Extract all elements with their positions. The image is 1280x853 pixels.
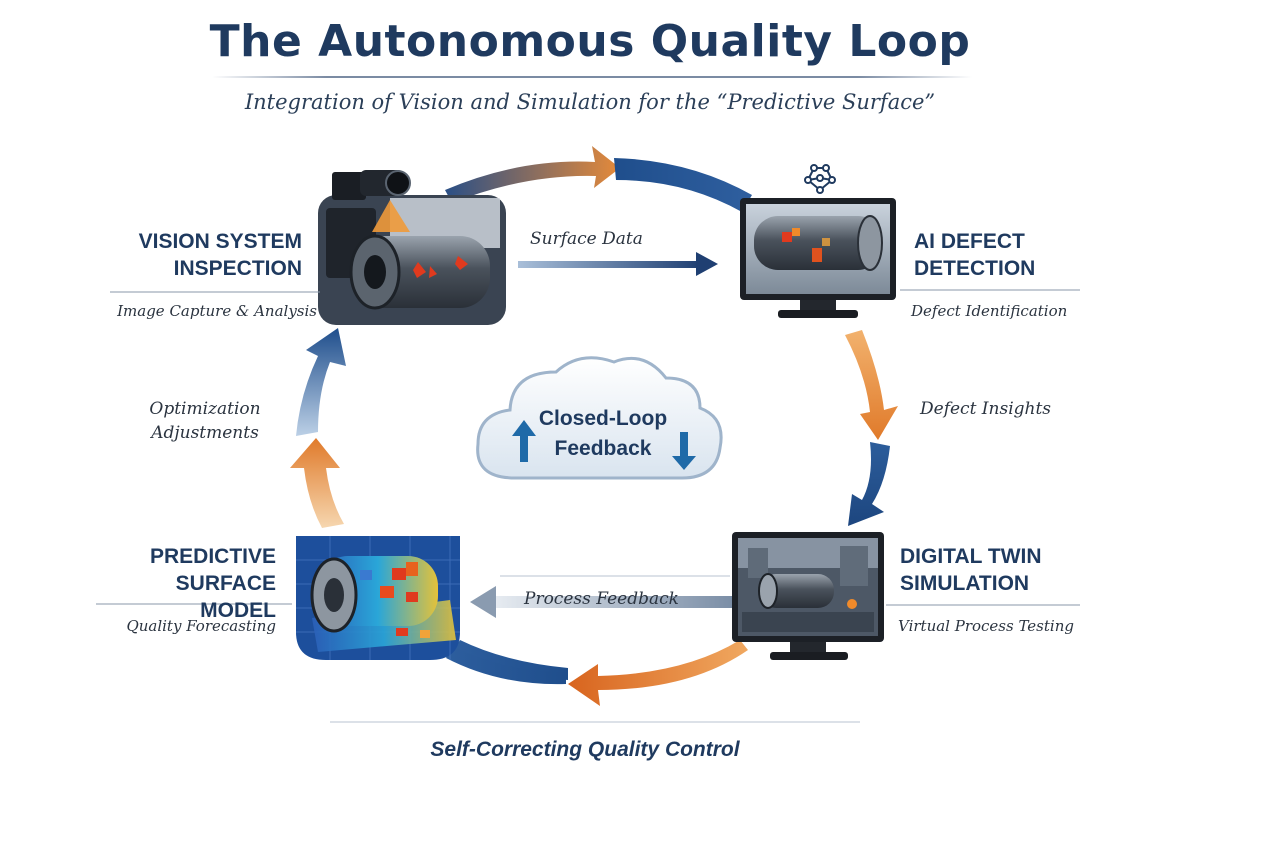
ai-node-title: AI DEFECT DETECTION — [914, 228, 1094, 282]
arrow-process-feedback — [470, 586, 732, 618]
predictive-title-line1: PREDICTIVE — [149, 545, 276, 568]
predictive-title-line2: SURFACE MODEL — [175, 572, 276, 622]
predictive-model-image — [296, 536, 460, 660]
divider-lines — [96, 289, 1080, 723]
arrow-bottom-arc — [446, 640, 748, 706]
arrow-right-arc — [845, 330, 898, 526]
vision-node-title: VISION SYSTEM INSPECTION — [120, 228, 302, 282]
vision-title-line2: INSPECTION — [173, 257, 302, 280]
optimization-line2: Adjustments — [151, 423, 259, 443]
predictive-node-title: PREDICTIVE SURFACE MODEL — [96, 543, 276, 624]
vision-node-subtitle: Image Capture & Analysis — [117, 302, 317, 320]
network-icon — [804, 164, 836, 194]
title-divider — [212, 76, 972, 78]
arrow-top-arc — [445, 146, 752, 212]
twin-node-subtitle: Virtual Process Testing — [898, 617, 1074, 635]
edge-label-defect-insights: Defect Insights — [920, 399, 1052, 419]
center-line2: Feedback — [554, 437, 652, 460]
center-cloud-label: Closed-Loop Feedback — [530, 404, 676, 464]
arrow-down-icon — [672, 432, 696, 470]
ai-node-subtitle: Defect Identification — [911, 302, 1068, 320]
diagram-subtitle: Integration of Vision and Simulation for… — [244, 90, 936, 114]
optimization-line1: Optimization — [149, 399, 261, 419]
vision-title-line1: VISION SYSTEM — [138, 230, 302, 253]
arrow-surface-data — [518, 252, 718, 276]
twin-title-line2: SIMULATION — [900, 572, 1030, 595]
digital-twin-monitor-image — [732, 532, 884, 660]
ai-title-line2: DETECTION — [914, 257, 1036, 280]
center-line1: Closed-Loop — [538, 407, 668, 430]
vision-camera-image — [318, 170, 506, 325]
arrow-up-icon — [512, 420, 536, 462]
footer-caption: Self-Correcting Quality Control — [430, 738, 740, 761]
diagram-title: The Autonomous Quality Loop — [209, 16, 971, 67]
edge-label-surface-data: Surface Data — [530, 229, 643, 249]
arrow-left-arc — [290, 328, 346, 528]
twin-title-line1: DIGITAL TWIN — [900, 545, 1042, 568]
closed-loop-cloud — [476, 356, 723, 480]
edge-label-optimization: Optimization Adjustments — [140, 397, 270, 445]
ai-monitor-image — [740, 164, 896, 318]
edge-label-process-feedback: Process Feedback — [524, 589, 679, 609]
ai-title-line1: AI DEFECT — [914, 230, 1025, 253]
predictive-node-subtitle: Quality Forecasting — [126, 617, 276, 635]
twin-node-title: DIGITAL TWIN SIMULATION — [900, 543, 1080, 597]
